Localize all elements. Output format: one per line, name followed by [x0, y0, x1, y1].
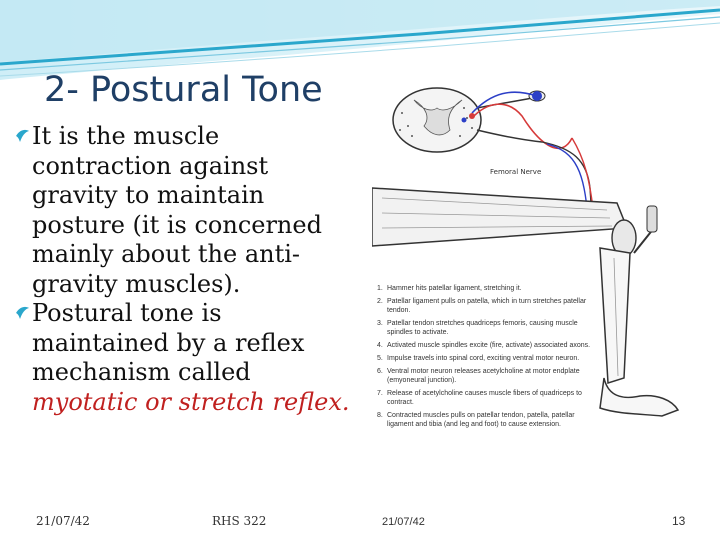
reflex-step: 2.Patellar ligament pulls on patella, wh… [377, 298, 587, 314]
femoral-nerve-label: Femoral Nerve [490, 168, 541, 176]
footer-date-right: 21/07/42 [382, 516, 425, 528]
bullet-paragraph-1: It is the muscle contraction against gra… [14, 122, 354, 299]
slide-body: It is the muscle contraction against gra… [14, 122, 354, 417]
lower-leg [599, 247, 631, 385]
reflex-step: 4.Activated muscle spindles excite (fire… [377, 342, 591, 349]
motor-pathway [471, 91, 538, 114]
header-wave-decoration [0, 0, 720, 80]
foot [599, 377, 680, 417]
paragraph-1-text: It is the muscle contraction against gra… [32, 122, 322, 298]
bullet-icon [16, 306, 29, 319]
reflex-step: 1.Hammer hits patellar ligament, stretch… [377, 285, 522, 292]
knee-jerk-reflex-illustration: Femoral Nerve [372, 78, 690, 510]
reflex-step: 8.Contracted muscles pulls on patellar t… [377, 412, 575, 428]
bullet-paragraph-2: Postural tone is maintained by a reflex … [14, 299, 354, 417]
reflex-step: 6.Ventral motor neuron releases acetylch… [377, 368, 580, 384]
reflex-step: 3.Patellar tendon stretches quadriceps f… [377, 320, 578, 336]
reflex-step: 7.Release of acetylcholine causes muscle… [377, 390, 582, 406]
spinal-cord-cross-section [392, 87, 546, 153]
paragraph-2-text: Postural tone is maintained by a reflex … [32, 299, 305, 386]
reflex-step: 5.Impulse travels into spinal cord, exci… [377, 355, 580, 362]
page-number: 13 [672, 514, 686, 528]
reflex-hammer [633, 205, 658, 254]
stretch-reflex-highlight: myotatic or stretch reflex. [32, 387, 350, 416]
footer-course: RHS 322 [212, 514, 267, 528]
footer-date-left: 21/07/42 [36, 514, 90, 528]
slide-title: 2- Postural Tone [44, 70, 323, 110]
reflex-steps-list: 1.Hammer hits patellar ligament, stretch… [377, 284, 592, 433]
bullet-icon [16, 129, 29, 142]
